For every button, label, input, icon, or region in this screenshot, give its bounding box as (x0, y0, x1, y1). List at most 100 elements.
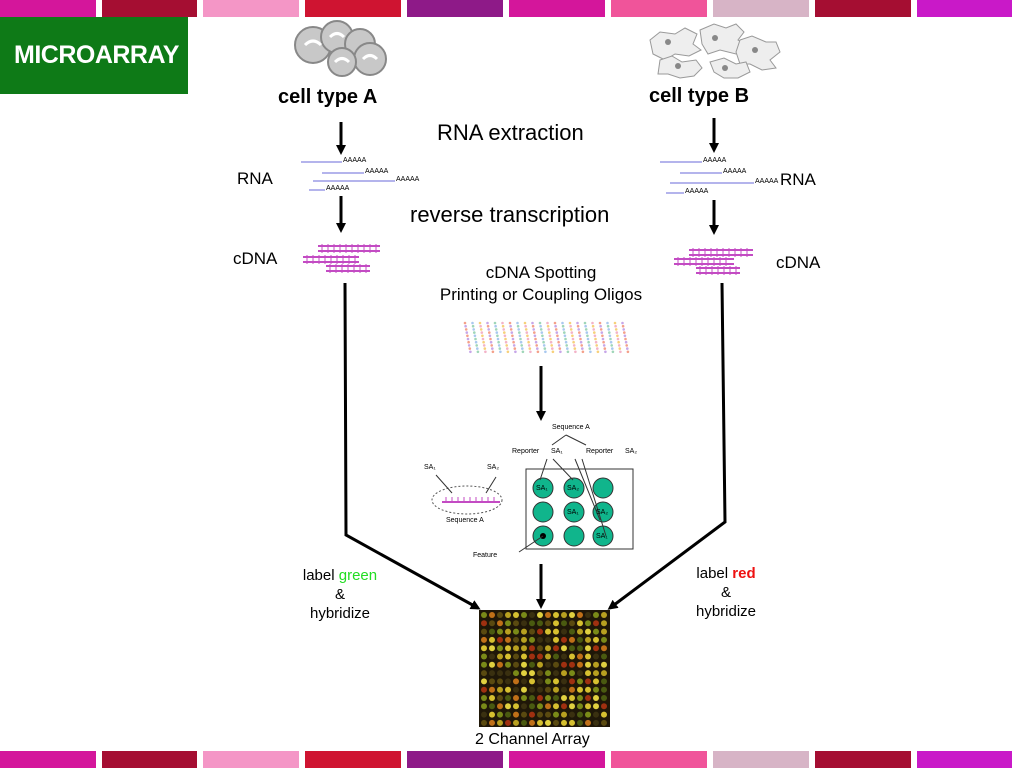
spot-dot (519, 340, 523, 344)
red-word: red (732, 565, 756, 582)
array-spot (577, 670, 583, 677)
spot-dot (566, 347, 569, 350)
spot-dot (596, 350, 600, 354)
array-spot (497, 711, 503, 718)
array-spot (513, 645, 519, 652)
ampersand: & (334, 586, 345, 603)
array-spot (537, 653, 543, 660)
spot-dot (539, 328, 543, 331)
array-spot (529, 636, 535, 643)
array-spot (593, 695, 599, 701)
poly-a-label: AAAAA (755, 178, 779, 185)
spot-dot (506, 350, 510, 354)
spot-dot (490, 344, 494, 347)
array-spot (529, 678, 535, 685)
array-spot (497, 661, 503, 668)
spot-dot (487, 328, 491, 331)
array-spot (521, 711, 527, 718)
array-spot (537, 612, 543, 618)
spot-dot (585, 331, 589, 334)
array-spot (489, 628, 495, 635)
spot-dot (512, 340, 515, 344)
array-spot (585, 612, 591, 618)
spot-dot (527, 344, 531, 347)
array-spot (521, 661, 527, 668)
array-spot (601, 653, 607, 660)
array-spot (585, 719, 591, 726)
spot-dot (557, 340, 560, 344)
spot-dot (473, 331, 476, 334)
spot-dot (598, 321, 602, 325)
spot-dot (607, 328, 610, 331)
color-bar-segment (713, 0, 809, 17)
sequence-a-left-label: Sequence A (446, 517, 484, 524)
array-spot (481, 695, 487, 701)
label-red-block: label red & hybridize (676, 564, 776, 621)
array-spot (481, 719, 487, 726)
array-spot (585, 628, 591, 635)
array-spot (561, 719, 567, 726)
array-spot (489, 719, 495, 726)
spot-dot (519, 337, 522, 341)
spot-dot (554, 324, 557, 328)
spot-dot (574, 350, 577, 354)
array-spot (545, 670, 551, 677)
array-spot (545, 703, 551, 710)
array-spot (601, 628, 607, 635)
spot-dot (624, 337, 627, 341)
spot-dot (549, 340, 553, 344)
array-spot (489, 686, 495, 693)
spot-dot (471, 321, 474, 325)
probe-ellipse (431, 485, 503, 515)
array-spot (521, 612, 527, 618)
spot-dot (626, 347, 629, 350)
array-spot (521, 620, 527, 627)
array-spot (577, 703, 583, 710)
array-spot (489, 612, 495, 618)
spot-sa2-label: SA₂ (596, 509, 609, 516)
spot-dot (528, 347, 532, 350)
spot-dot (577, 328, 580, 331)
spot-dot (464, 324, 467, 328)
array-spot (513, 670, 519, 677)
spot-dot (608, 334, 612, 338)
spot-dot (561, 324, 565, 328)
array-spot (481, 670, 487, 677)
color-bar-segment (102, 751, 197, 768)
array-spot (561, 636, 567, 643)
array-spot (569, 703, 575, 710)
spot-dot (563, 334, 567, 338)
array-spot (505, 686, 511, 693)
color-bar-segment (917, 751, 1012, 768)
sa2-label: SA₂ (625, 448, 638, 455)
spot-dot (512, 344, 516, 347)
spot-dot (479, 328, 483, 331)
spot-dot (553, 321, 557, 325)
spot-dot (562, 328, 565, 331)
spot-dot (496, 334, 499, 338)
array-spot (593, 653, 599, 660)
array-spot (537, 703, 543, 710)
spot-dot (608, 331, 611, 334)
array-spot (481, 711, 487, 718)
spot-dot (505, 344, 509, 347)
array-spot (481, 686, 487, 693)
array-spot (585, 670, 591, 677)
spot-dot (544, 350, 547, 354)
cdna-left-label: cDNA (233, 249, 278, 268)
array-spot (505, 620, 511, 627)
array-spot (505, 612, 511, 618)
array-spot (545, 686, 551, 693)
array-spot (593, 628, 599, 635)
array-spot (553, 661, 559, 668)
spot-dot (478, 321, 482, 325)
spot-dot (542, 340, 545, 344)
array-spot (497, 645, 503, 652)
array-spot (529, 612, 535, 618)
spot-dot (617, 340, 620, 344)
spot-dot (518, 331, 521, 334)
array-spot (561, 678, 567, 685)
array-spot (593, 686, 599, 693)
spot-dot (561, 321, 564, 325)
array-spot (537, 686, 543, 693)
